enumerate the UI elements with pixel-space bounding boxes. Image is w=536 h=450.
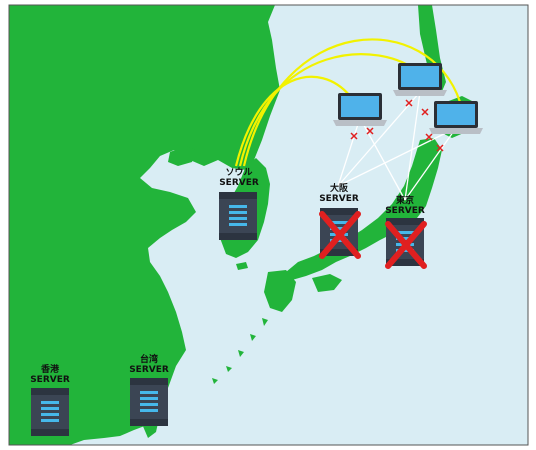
shikoku: [312, 274, 342, 292]
laptop-icon-1: [333, 93, 387, 126]
link-failure-marks: [350, 99, 444, 152]
taiwan-server-icon: [130, 378, 168, 426]
hongkong-server-icon: [31, 388, 69, 436]
mainland: [9, 5, 280, 445]
liaodong-peninsula: [168, 146, 196, 166]
ryukyu-islands: [212, 318, 268, 384]
osaka-down-mark: [319, 211, 361, 259]
failed-connections: [337, 91, 457, 201]
laptop-icon-2: [393, 63, 447, 96]
tokyo-down-mark: [385, 221, 427, 269]
laptop-icon-3: [429, 101, 483, 134]
seoul-server-icon: [219, 192, 257, 240]
jeju-island: [236, 262, 248, 270]
honshu: [286, 138, 442, 280]
map-frame: [8, 4, 529, 446]
kyushu: [264, 270, 296, 312]
